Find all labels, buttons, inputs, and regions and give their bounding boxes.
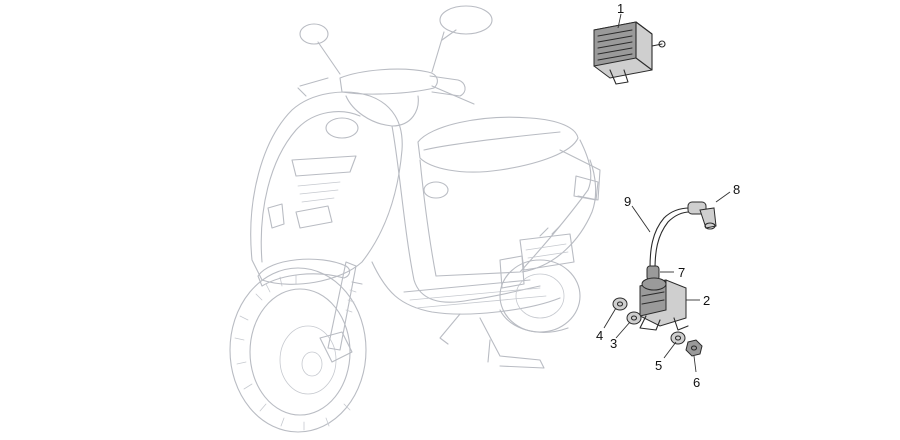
callout-7: 7 <box>678 265 685 280</box>
callout-3: 3 <box>610 336 617 351</box>
scooter-outline <box>229 5 601 433</box>
callout-5: 5 <box>655 358 662 373</box>
callout-2: 2 <box>703 293 710 308</box>
callout-6: 6 <box>693 375 700 390</box>
nut-6-part <box>685 339 703 357</box>
washer-5-part <box>670 331 686 345</box>
callout-9: 9 <box>624 194 631 209</box>
spark-plug-cap-part <box>687 201 717 230</box>
leader-lines <box>603 13 731 373</box>
callouts: 1 2 3 4 5 6 7 8 9 <box>596 1 740 390</box>
voltage-regulator-part <box>593 21 666 85</box>
washer-3-part <box>626 311 642 325</box>
ht-lead-part <box>649 207 691 271</box>
ignition-coil-part <box>639 277 689 331</box>
callout-8: 8 <box>733 182 740 197</box>
callout-1: 1 <box>617 1 624 16</box>
callout-4: 4 <box>596 328 603 343</box>
washer-4-part <box>612 297 628 311</box>
